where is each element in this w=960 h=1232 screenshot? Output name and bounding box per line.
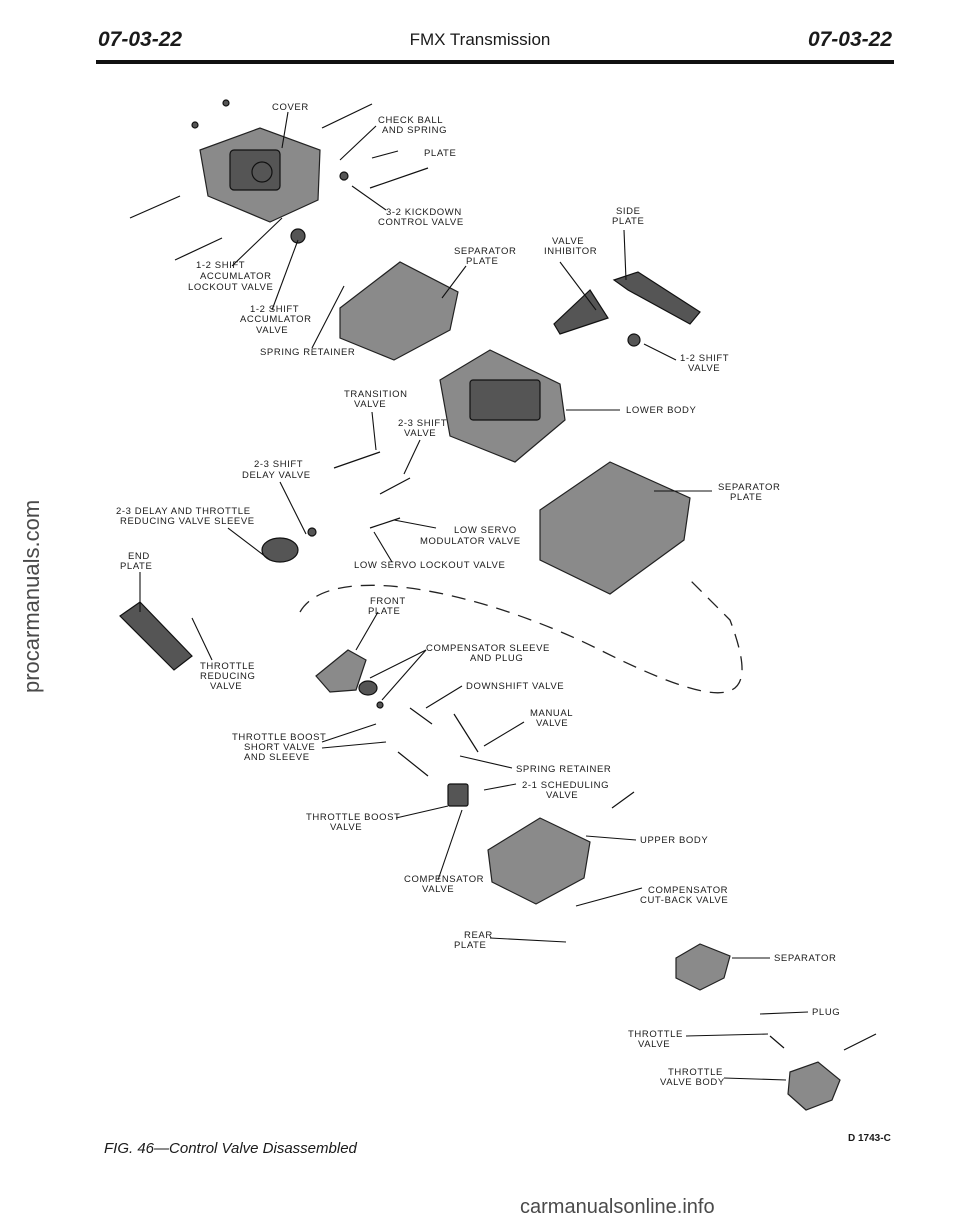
label-low-servo-mod-2: MODULATOR VALVE	[420, 536, 521, 547]
figure-caption: FIG. 46—Control Valve Disassembled	[104, 1140, 357, 1157]
label-boost-valve-2: VALVE	[330, 822, 362, 833]
label-accumulator-2: ACCUMLATOR	[240, 314, 312, 325]
label-plug: PLUG	[812, 1007, 840, 1018]
label-inhibitor-1: VALVE	[552, 236, 584, 247]
label-rear-plate-1: REAR	[464, 930, 493, 941]
page-code-right: 07-03-22	[807, 28, 892, 51]
label-check-ball-2: AND SPRING	[382, 125, 447, 136]
label-downshift: DOWNSHIFT VALVE	[466, 681, 564, 692]
label-low-servo-lockout: LOW SERVO LOCKOUT VALVE	[354, 560, 505, 571]
label-throttle-reducing-2: REDUCING	[200, 671, 255, 682]
label-separator-mid-2: PLATE	[730, 492, 762, 503]
label-side-plate-2: PLATE	[612, 216, 644, 227]
side-plate	[553, 271, 701, 347]
header-rule	[96, 60, 894, 64]
throttle-valve-body	[769, 1033, 877, 1111]
figure-code: D 1743-C	[848, 1133, 891, 1144]
label-kickdown-1: 3-2 KICKDOWN	[386, 207, 462, 218]
label-check-ball-1: CHECK BALL	[378, 115, 443, 126]
label-comp-sleeve-1: COMPENSATOR SLEEVE	[426, 643, 550, 654]
label-comp-cutback-2: CUT-BACK VALVE	[640, 895, 728, 906]
label-rear-plate-2: PLATE	[454, 940, 486, 951]
label-throttle-body-1: THROTTLE	[668, 1067, 723, 1078]
cover-assembly	[199, 127, 321, 223]
label-manual-1: MANUAL	[530, 708, 573, 719]
label-accumulator-1: 1-2 SHIFT	[250, 304, 299, 315]
separator-plate-middle	[539, 461, 691, 595]
upper-body	[487, 817, 591, 905]
label-upper-body: UPPER BODY	[640, 835, 708, 846]
label-accumulator-3: VALVE	[256, 325, 288, 336]
label-boost-short-2: SHORT VALVE	[244, 742, 315, 753]
bolt-set-upper	[129, 99, 429, 261]
label-delay23-2: DELAY VALVE	[242, 470, 311, 481]
label-plate: PLATE	[424, 148, 456, 159]
label-boost-short-3: AND SLEEVE	[244, 752, 310, 763]
label-front-plate-1: FRONT	[370, 596, 406, 607]
end-plate	[119, 601, 193, 671]
page-code-left: 07-03-22	[98, 28, 183, 51]
separator-low	[675, 943, 731, 991]
label-comp-valve-2: VALVE	[422, 884, 454, 895]
label-throttle-valve-2: VALVE	[638, 1039, 670, 1050]
label-shift23-2: VALVE	[404, 428, 436, 439]
leader-lines	[139, 111, 809, 1081]
label-shift12-valve-1: 1-2 SHIFT	[680, 353, 729, 364]
label-comp-cutback-1: COMPENSATOR	[648, 885, 728, 896]
label-separator-low: SEPARATOR	[774, 953, 836, 964]
label-throttle-body-2: VALVE BODY	[660, 1077, 725, 1088]
watermark-left: procarmanuals.com	[19, 499, 44, 693]
label-separator-top-1: SEPARATOR	[454, 246, 516, 257]
label-comp-valve-1: COMPENSATOR	[404, 874, 484, 885]
label-end-plate-2: PLATE	[120, 561, 152, 572]
label-lower-body: LOWER BODY	[626, 405, 696, 416]
label-inhibitor-2: INHIBITOR	[544, 246, 597, 257]
label-lockout-2: ACCUMLATOR	[200, 271, 272, 282]
label-throttle-reducing-3: VALVE	[210, 681, 242, 692]
page-title: FMX Transmission	[409, 30, 551, 49]
front-plate	[315, 649, 367, 693]
label-spring-retainer-low: SPRING RETAINER	[516, 764, 611, 775]
label-transition-1: TRANSITION	[344, 389, 408, 400]
label-manual-2: VALVE	[536, 718, 568, 729]
label-shift12-valve-2: VALVE	[688, 363, 720, 374]
label-front-plate-2: PLATE	[368, 606, 400, 617]
watermark-bottom: carmanualsonline.info	[520, 1196, 715, 1218]
label-side-plate-1: SIDE	[616, 206, 641, 217]
label-sched21-2: VALVE	[546, 790, 578, 801]
label-boost-short-1: THROTTLE BOOST	[232, 732, 326, 743]
label-separator-mid-1: SEPARATOR	[718, 482, 780, 493]
label-lockout-1: 1-2 SHIFT	[196, 260, 245, 271]
label-transition-2: VALVE	[354, 399, 386, 410]
label-delay-throttle-1: 2-3 DELAY AND THROTTLE	[116, 506, 251, 517]
label-low-servo-mod-1: LOW SERVO	[454, 525, 517, 536]
label-comp-sleeve-2: AND PLUG	[470, 653, 523, 664]
label-end-plate-1: END	[128, 551, 150, 562]
lower-body	[439, 349, 566, 463]
dashed-guide-path	[299, 579, 743, 694]
label-spring-retainer-top: SPRING RETAINER	[260, 347, 355, 358]
label-boost-valve-1: THROTTLE BOOST	[306, 812, 400, 823]
label-delay23-1: 2-3 SHIFT	[254, 459, 303, 470]
label-throttle-valve-1: THROTTLE	[628, 1029, 683, 1040]
label-separator-top-2: PLATE	[466, 256, 498, 267]
valves-lower	[358, 680, 635, 809]
label-shift23-1: 2-3 SHIFT	[398, 418, 447, 429]
label-throttle-reducing-1: THROTTLE	[200, 661, 255, 672]
separator-plate-top	[339, 261, 459, 361]
label-lockout-3: LOCKOUT VALVE	[188, 282, 273, 293]
valves-middle	[261, 451, 411, 563]
label-cover: COVER	[272, 102, 309, 113]
label-delay-throttle-2: REDUCING VALVE SLEEVE	[120, 516, 255, 527]
label-sched21-1: 2-1 SCHEDULING	[522, 780, 609, 791]
label-kickdown-2: CONTROL VALVE	[378, 217, 464, 228]
